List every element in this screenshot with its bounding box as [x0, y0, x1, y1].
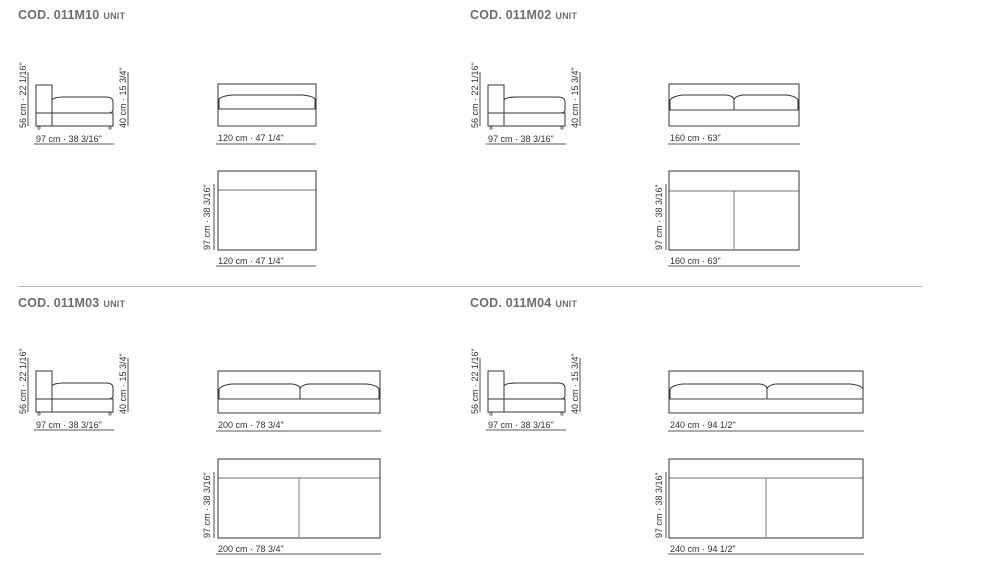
top-view-011m10: 97 cm · 38 3/16" 120 cm · 47 1/4": [202, 170, 317, 267]
unit-label: UNIT: [103, 11, 126, 21]
seat-height-label: 40 cm · 15 3/4": [118, 353, 128, 414]
front-width-label: 120 cm · 47 1/4": [218, 133, 284, 143]
front-view-011m02: 160 cm · 63": [668, 83, 800, 145]
seat-height-label: 40 cm · 15 3/4": [118, 67, 128, 128]
depth-label: 97 cm · 38 3/16": [36, 134, 102, 144]
depth-label: 97 cm · 38 3/16": [36, 420, 102, 430]
height-label: 56 cm · 22 1/16": [470, 62, 480, 128]
front-width-label: 240 cm · 94 1/2": [670, 420, 736, 430]
depth-label: 97 cm · 38 3/16": [488, 134, 554, 144]
top-width-label: 240 cm · 94 1/2": [670, 544, 736, 554]
top-depth-label: 97 cm · 38 3/16": [654, 472, 664, 538]
side-view-011m02: 56 cm · 22 1/16" 40 cm · 15 3/4" 97 cm ·…: [470, 62, 581, 145]
top-depth-label: 97 cm · 38 3/16": [654, 184, 664, 250]
seat-height-label: 40 cm · 15 3/4": [570, 67, 580, 128]
section-divider: [18, 286, 922, 287]
top-width-label: 120 cm · 47 1/4": [218, 256, 284, 266]
module-code: COD. 011M02: [470, 8, 552, 22]
side-view-011m04: 56 cm · 22 1/16" 40 cm · 15 3/4" 97 cm ·…: [470, 348, 581, 431]
front-width-label: 160 cm · 63": [670, 133, 721, 143]
side-view-011m10: 56 cm · 22 1/16" 40 cm · 15 3/4" 97 cm ·…: [18, 62, 129, 145]
height-label: 56 cm · 22 1/16": [18, 62, 28, 128]
unit-label: UNIT: [555, 299, 578, 309]
top-width-label: 160 cm · 63": [670, 256, 721, 266]
top-depth-label: 97 cm · 38 3/16": [202, 472, 212, 538]
front-view-011m10: 120 cm · 47 1/4": [216, 83, 317, 145]
height-label: 56 cm · 22 1/16": [18, 348, 28, 414]
top-view-011m02: 97 cm · 38 3/16" 160 cm · 63": [654, 170, 800, 267]
module-code: COD. 011M10: [18, 8, 100, 22]
module-code: COD. 011M03: [18, 296, 100, 310]
module-code: COD. 011M04: [470, 296, 552, 310]
height-label: 56 cm · 22 1/16": [470, 348, 480, 414]
top-depth-label: 97 cm · 38 3/16": [202, 184, 212, 250]
unit-label: UNIT: [555, 11, 578, 21]
front-view-011m03: 200 cm · 78 3/4": [216, 370, 381, 432]
unit-label: UNIT: [103, 299, 126, 309]
front-width-label: 200 cm · 78 3/4": [218, 420, 284, 430]
top-view-011m03: 97 cm · 38 3/16" 200 cm · 78 3/4": [202, 458, 381, 555]
depth-label: 97 cm · 38 3/16": [488, 420, 554, 430]
front-view-011m04: 240 cm · 94 1/2": [668, 370, 864, 432]
seat-height-label: 40 cm · 15 3/4": [570, 353, 580, 414]
top-width-label: 200 cm · 78 3/4": [218, 544, 284, 554]
top-view-011m04: 97 cm · 38 3/16" 240 cm · 94 1/2": [654, 458, 864, 555]
side-view-011m03: 56 cm · 22 1/16" 40 cm · 15 3/4" 97 cm ·…: [18, 348, 129, 431]
